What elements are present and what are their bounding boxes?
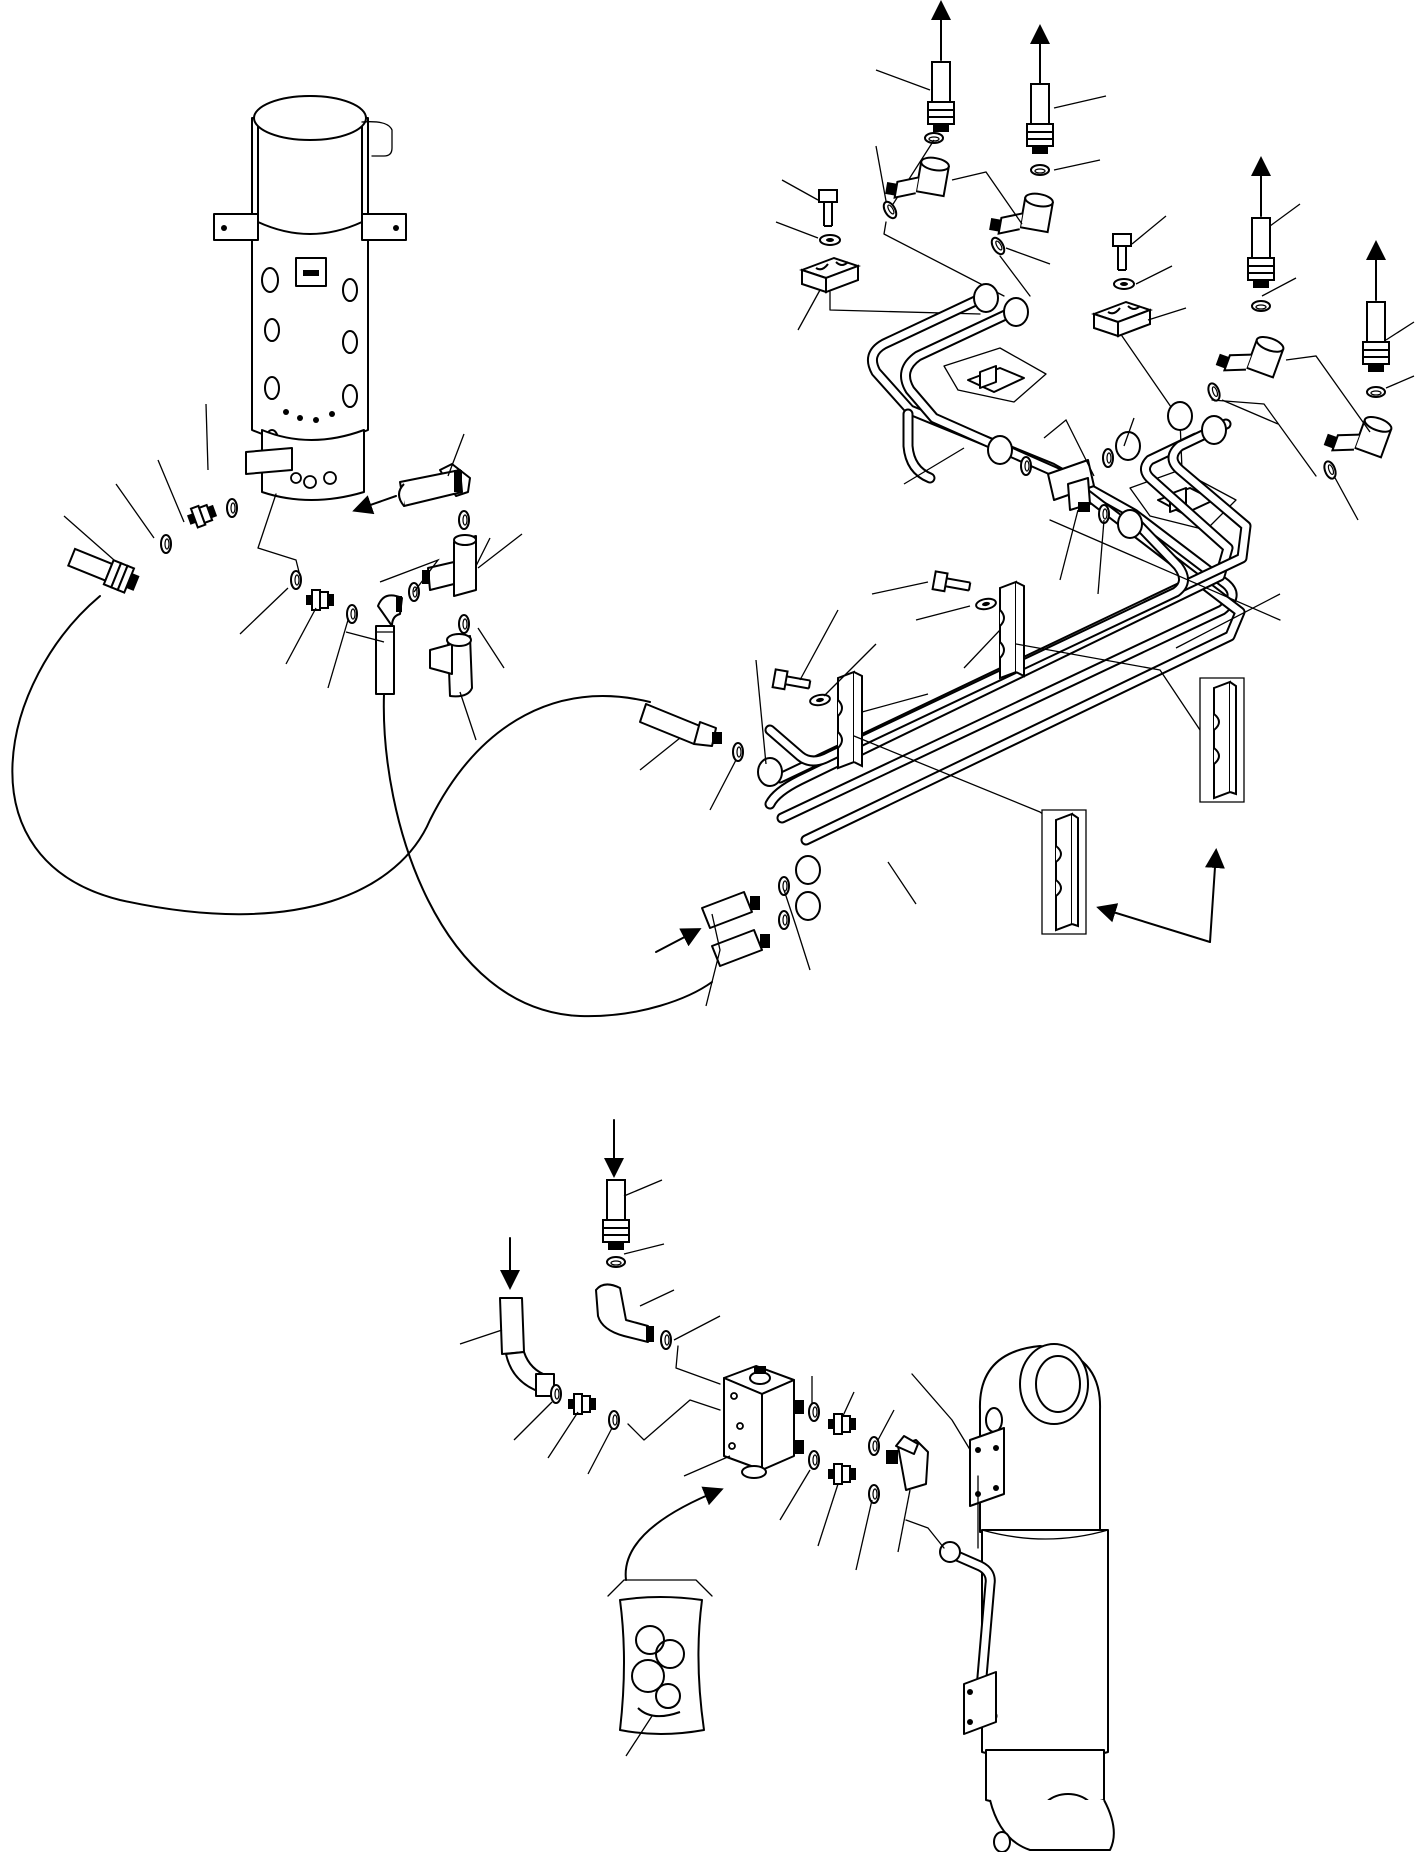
elbow-right-2	[1322, 402, 1395, 468]
tee-fitting-mid	[1048, 460, 1094, 512]
washer-2	[1113, 278, 1135, 290]
hose-end-lower-1	[702, 892, 760, 928]
vclamp-1	[999, 581, 1025, 679]
elbow-right-1	[1214, 322, 1287, 388]
elbow-valve-top	[596, 1284, 654, 1342]
hose-down-elbow	[376, 595, 402, 694]
bolt-4	[771, 668, 813, 695]
elbow-lower	[430, 634, 472, 696]
clamp-1	[801, 257, 859, 293]
hose-end-lower-2	[712, 930, 770, 966]
hose-fitting-valve-left	[500, 1298, 554, 1396]
hose-end-left	[65, 544, 143, 597]
hose-fitting-top-1	[927, 61, 955, 133]
vclamp-2	[837, 671, 863, 769]
hose-fitting-valve-top	[602, 1179, 630, 1251]
hose-fitting-right-1	[1247, 217, 1275, 289]
clamp-detail-panel-2	[1041, 809, 1087, 935]
hose-end-mid	[640, 704, 722, 746]
sealant-pouch	[608, 1580, 712, 1734]
union-nipple	[184, 500, 220, 531]
elbow-top-1	[883, 149, 951, 207]
hose-elbow-swivel	[399, 464, 470, 506]
washer-1	[819, 234, 841, 246]
hydraulic-cylinder	[940, 1344, 1114, 1852]
elbow-top-2	[987, 185, 1055, 243]
valve-block	[724, 1366, 804, 1478]
bolt-3	[931, 570, 973, 597]
bolt-1	[818, 189, 838, 227]
swivel-joint	[214, 96, 406, 500]
elbow-cylinder	[886, 1436, 928, 1490]
union-lower	[827, 1463, 857, 1485]
tee-fitting	[422, 535, 476, 596]
bolt-2	[1112, 233, 1132, 271]
hose-fitting-top-2	[1026, 83, 1054, 155]
clamp-detail-top	[944, 348, 1046, 402]
hose-fitting-right-2	[1362, 301, 1390, 373]
clamp-2	[1093, 301, 1151, 337]
clamp-detail-panel-1	[1199, 677, 1245, 803]
